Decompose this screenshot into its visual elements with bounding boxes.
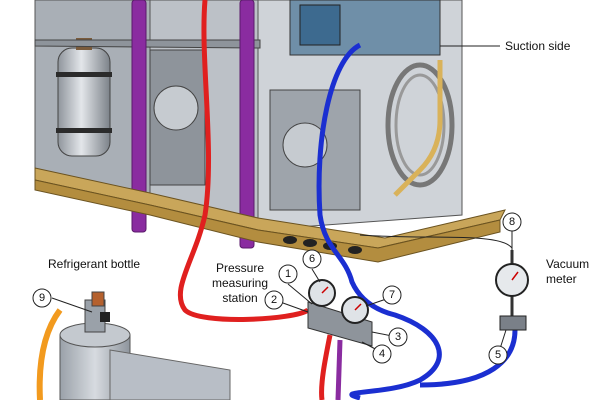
motor-disc	[153, 85, 199, 131]
pump-disc	[282, 122, 328, 168]
svg-text:1: 1	[285, 268, 291, 280]
receiver-tank	[57, 47, 111, 157]
red-hose-lower	[319, 334, 333, 401]
vacuum-label-1: Vacuum	[546, 257, 589, 271]
callout-7: 7	[382, 285, 402, 305]
condenser-coil	[385, 62, 455, 188]
bottle-platform	[109, 349, 231, 401]
svg-text:4: 4	[379, 348, 385, 360]
machine-unit	[34, 0, 506, 263]
refrigerant-bottle	[59, 291, 231, 401]
vacuum-meter	[495, 250, 529, 331]
vacuum-label-2: meter	[546, 272, 577, 286]
pressure-label-2: measuring	[212, 276, 268, 290]
callout-9: 9	[32, 288, 52, 308]
svg-text:9: 9	[39, 292, 45, 304]
svg-text:3: 3	[395, 331, 401, 343]
callout-3: 3	[388, 327, 408, 347]
pressure-label-1: Pressure	[216, 261, 264, 275]
purple-pipe-left	[131, 0, 147, 233]
callout-5: 5	[488, 345, 508, 365]
callout-8: 8	[502, 212, 522, 232]
top-beam	[34, 39, 261, 49]
svg-text:7: 7	[389, 289, 395, 301]
svg-text:8: 8	[509, 216, 515, 228]
suction-side-label: Suction side	[505, 39, 571, 53]
purple-hose	[335, 339, 343, 401]
svg-text:5: 5	[495, 349, 501, 361]
bottle-valve	[91, 291, 105, 307]
callout-4: 4	[372, 344, 392, 364]
orange-hose	[36, 308, 63, 401]
purple-pipe-right	[239, 0, 255, 249]
pressure-label-3: station	[222, 291, 257, 305]
callout-6: 6	[302, 249, 322, 269]
callout-1: 1	[278, 264, 298, 284]
blue-hose	[316, 42, 442, 401]
svg-text:6: 6	[309, 253, 315, 265]
svg-text:2: 2	[271, 294, 277, 306]
callout-2: 2	[264, 290, 284, 310]
yellow-pipe	[393, 60, 443, 197]
meter-connection	[359, 234, 513, 249]
vacuum-valve	[499, 315, 527, 331]
refrigerant-bottle-label: Refrigerant bottle	[48, 257, 140, 271]
blue-hose-meter	[419, 329, 518, 388]
pressure-measuring-station	[307, 279, 373, 347]
red-hose	[177, 0, 310, 322]
